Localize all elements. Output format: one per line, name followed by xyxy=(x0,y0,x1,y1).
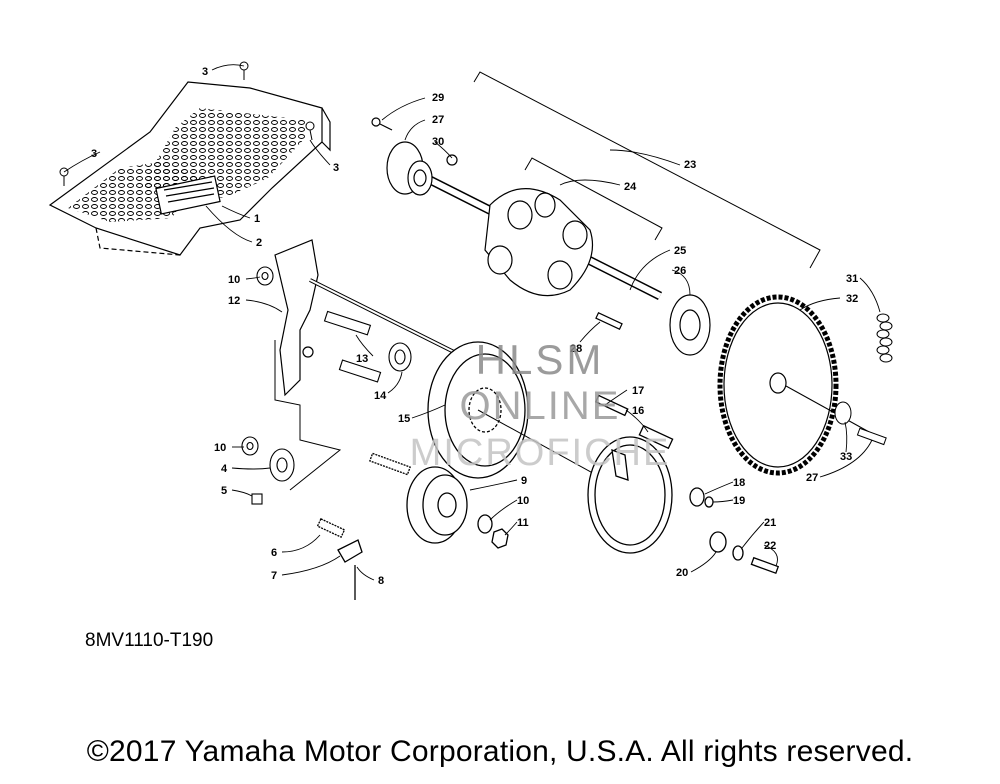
callout-27: 27 xyxy=(806,472,818,484)
sprocket-hardware xyxy=(834,401,887,446)
callout-33: 33 xyxy=(840,451,852,463)
callout-25: 25 xyxy=(674,245,686,257)
brake-disc xyxy=(427,341,661,511)
floor-guard xyxy=(48,81,331,256)
callout-17: 17 xyxy=(632,385,644,397)
callout-11: 11 xyxy=(517,517,529,529)
callout-29: 29 xyxy=(432,92,444,104)
drive-shaft-assembly xyxy=(371,117,711,356)
callout-28: 28 xyxy=(570,343,582,355)
callout-3: 3 xyxy=(91,148,97,160)
callout-15: 15 xyxy=(398,413,410,425)
callout-3: 3 xyxy=(333,162,339,174)
bracket-outline xyxy=(274,340,342,491)
callout-22: 22 xyxy=(764,540,776,552)
callout-19: 19 xyxy=(733,495,745,507)
brake-bracket xyxy=(274,239,471,397)
callout-9: 9 xyxy=(521,475,527,487)
callout-3: 3 xyxy=(202,66,208,78)
floor-label-plate xyxy=(155,175,221,215)
diagram-code: 8MV1110-T190 xyxy=(85,630,214,651)
callout-14: 14 xyxy=(374,390,387,402)
callout-20: 20 xyxy=(676,567,688,579)
bolts-washers xyxy=(241,266,412,505)
callout-30: 30 xyxy=(432,136,444,148)
idler-pulley xyxy=(316,452,509,600)
sprocket xyxy=(717,294,881,476)
callout-10: 10 xyxy=(517,495,529,507)
callout-26: 26 xyxy=(674,265,686,277)
callout-1: 1 xyxy=(254,213,260,225)
callout-2: 2 xyxy=(256,237,262,249)
callout-5: 5 xyxy=(221,485,227,497)
callout-21: 21 xyxy=(764,517,776,529)
callouts: 3 3 3 1 2 29 27 30 23 24 25 26 28 31 32 … xyxy=(91,66,858,587)
callout-12: 12 xyxy=(228,295,240,307)
callout-6: 6 xyxy=(271,547,277,559)
drive-chain xyxy=(876,313,893,363)
callout-23: 23 xyxy=(684,159,696,171)
callout-8: 8 xyxy=(378,575,384,587)
callout-18: 18 xyxy=(733,477,745,489)
callout-24: 24 xyxy=(624,181,637,193)
callout-32: 32 xyxy=(846,293,858,305)
assembly-brackets xyxy=(473,71,821,269)
callout-10: 10 xyxy=(228,274,240,286)
brake-band xyxy=(587,394,780,575)
callout-27: 27 xyxy=(432,114,444,126)
copyright-notice: ©2017 Yamaha Motor Corporation, U.S.A. A… xyxy=(86,735,914,768)
callout-7: 7 xyxy=(271,570,277,582)
callout-10: 10 xyxy=(214,442,226,454)
floor-screws xyxy=(59,61,315,186)
leader-lines xyxy=(63,64,881,581)
callout-31: 31 xyxy=(846,273,858,285)
callout-4: 4 xyxy=(221,463,228,475)
callout-16: 16 xyxy=(632,405,644,417)
callout-13: 13 xyxy=(356,353,368,365)
